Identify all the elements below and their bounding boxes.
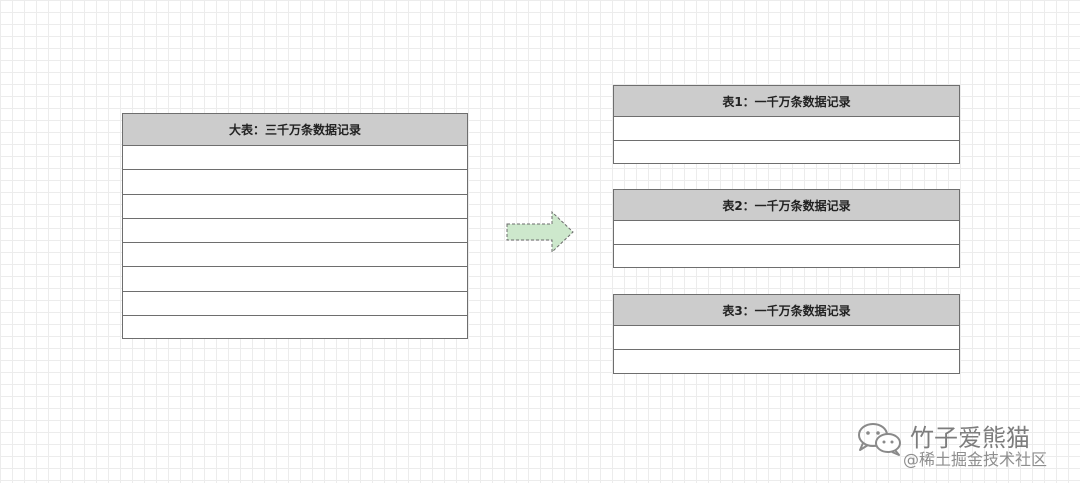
- table-row: [614, 326, 959, 350]
- table-row: [123, 316, 467, 340]
- split-table-1: 表1：一千万条数据记录: [613, 85, 960, 164]
- wechat-icon: [858, 423, 901, 456]
- table-row: [614, 245, 959, 269]
- table-row: [614, 221, 959, 245]
- table-row: [123, 243, 467, 268]
- table-row: [123, 146, 467, 171]
- split-table-2: 表2：一千万条数据记录: [613, 189, 960, 268]
- table-row: [123, 267, 467, 292]
- table-row: [614, 350, 959, 374]
- right-arrow-icon: [506, 210, 574, 254]
- watermark-sub: @稀土掘金技术社区: [903, 450, 1048, 469]
- table-row: [614, 117, 959, 141]
- watermark-name: 竹子爱熊猫: [910, 424, 1030, 452]
- big-table-header: 大表：三千万条数据记录: [123, 114, 467, 146]
- table-row: [123, 292, 467, 316]
- big-table: 大表：三千万条数据记录: [122, 113, 468, 339]
- table-row: [123, 219, 467, 243]
- split-table-2-header: 表2：一千万条数据记录: [614, 190, 959, 221]
- table-row: [123, 195, 467, 219]
- split-table-1-header: 表1：一千万条数据记录: [614, 86, 959, 117]
- table-row: [123, 170, 467, 195]
- table-row: [614, 141, 959, 165]
- split-table-3: 表3：一千万条数据记录: [613, 294, 960, 374]
- split-table-3-header: 表3：一千万条数据记录: [614, 295, 959, 326]
